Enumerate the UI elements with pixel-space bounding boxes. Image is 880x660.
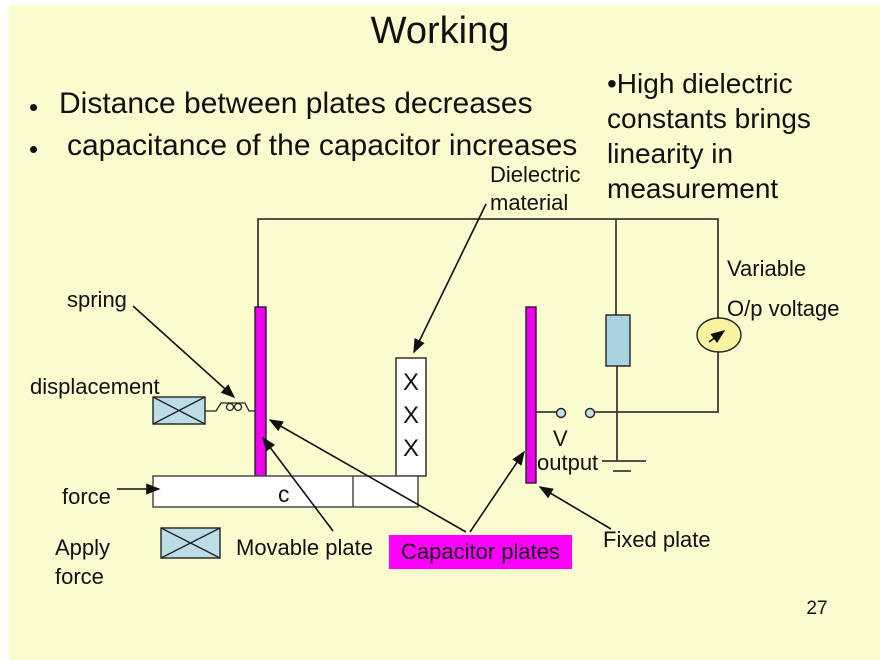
fixed-plate: [525, 306, 537, 484]
slide-edge-top: [0, 0, 880, 5]
displacement-label: displacement: [30, 374, 160, 399]
apply-force-label: Apply force: [55, 535, 111, 589]
capacitor-plates-left-arrow: [268, 419, 467, 533]
bullet-marker: •: [29, 134, 39, 164]
side-note-line: measurement: [607, 173, 779, 204]
v-label: V: [553, 426, 568, 451]
bullet-marker: •: [29, 92, 39, 122]
slide-edge-left: [0, 0, 9, 660]
ground-icon: [602, 460, 646, 472]
bullet-text: Distance between plates decreases: [59, 87, 533, 120]
movable-plate-label: Movable plate: [236, 535, 373, 560]
dielectric-material-label: Dielectric material: [490, 162, 581, 215]
bar-c-label: c: [278, 481, 290, 507]
page-number: 27: [806, 598, 828, 619]
displacement-box-icon: [152, 396, 206, 425]
top-wire: [257, 218, 719, 318]
capacitor-plates-right-arrow: [469, 450, 525, 533]
fixed-plate-arrow: [538, 486, 612, 530]
force-label: force: [62, 484, 111, 509]
side-note-line: constants brings: [607, 103, 811, 134]
output-label: output: [537, 450, 599, 475]
output-terminal: [584, 407, 596, 419]
meter-output-wire: [594, 352, 719, 413]
side-note: •High dielectric constants brings linear…: [607, 66, 867, 206]
variable-label: Variable: [727, 256, 807, 281]
spring-label: spring: [67, 287, 127, 312]
movable-plate: [254, 306, 267, 478]
side-note-line: •High dielectric: [607, 68, 793, 99]
output-terminal: [555, 407, 567, 419]
dielectric-marks: X X X: [402, 369, 419, 462]
meter-needle-icon: [708, 330, 726, 344]
spring-arrow: [132, 305, 236, 399]
bullet-text: capacitance of the capacitor increases: [67, 129, 578, 162]
dielectric-box: [395, 357, 427, 477]
capacitor-plates-label: Capacitor plates: [389, 535, 572, 569]
apply-force-box-icon: [160, 527, 221, 559]
dielectric-arrow: [413, 203, 487, 354]
fixed-plate-label: Fixed plate: [603, 527, 711, 552]
movable-plate-arrow: [262, 436, 334, 532]
page-title: Working: [370, 10, 510, 52]
base-bar: [152, 475, 419, 508]
side-note-line: linearity in: [607, 138, 734, 169]
spring-icon: [205, 402, 255, 412]
op-voltage-label: O/p voltage: [727, 296, 840, 321]
resistor-box: [605, 314, 631, 367]
